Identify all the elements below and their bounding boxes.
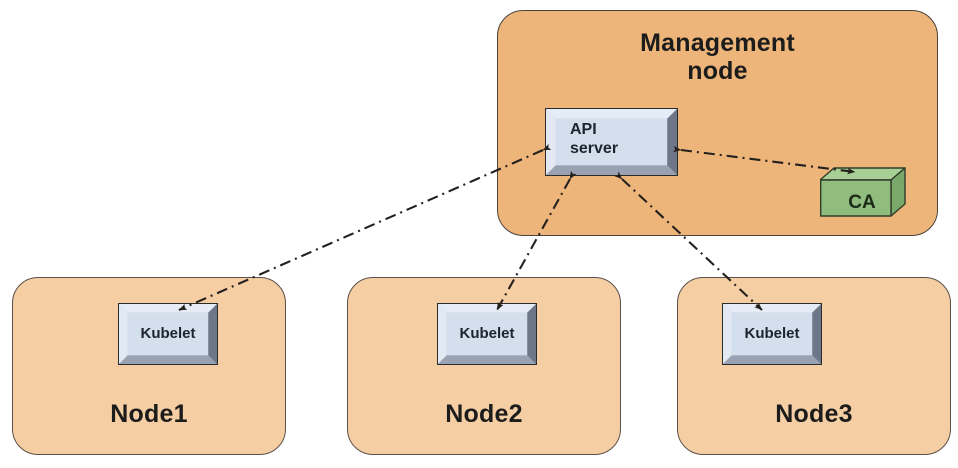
ca-cuboid-icon [820, 167, 906, 217]
management-node-title-line2: node [687, 57, 748, 85]
ca-label: CA [848, 192, 876, 213]
kubelet-bevel-frame-node1 [119, 304, 217, 364]
kubelet-box-node3[interactable]: Kubelet [722, 303, 822, 365]
node-label-node1: Node1 [110, 400, 188, 428]
kubelet-box-node2[interactable]: Kubelet [437, 303, 537, 365]
api-server-label-line2: server [570, 139, 619, 157]
management-node-title-line1: Management [640, 29, 795, 57]
api-server-label-line1: API [570, 121, 597, 138]
kubelet-box-node1[interactable]: Kubelet [118, 303, 218, 365]
management-node-title: Management node [498, 29, 937, 85]
ca-box[interactable]: CA [820, 166, 906, 218]
api-server-label: API server [546, 121, 677, 159]
kubelet-label-node2: Kubelet [459, 325, 515, 343]
kubelet-bevel-frame-node3 [723, 304, 821, 364]
kubelet-label-node3: Kubelet [744, 325, 800, 343]
api-server-box[interactable]: API server [545, 108, 678, 176]
node-label-node3: Node3 [775, 400, 853, 428]
node-label-node2: Node2 [445, 400, 523, 428]
kubelet-label-node1: Kubelet [140, 325, 196, 343]
